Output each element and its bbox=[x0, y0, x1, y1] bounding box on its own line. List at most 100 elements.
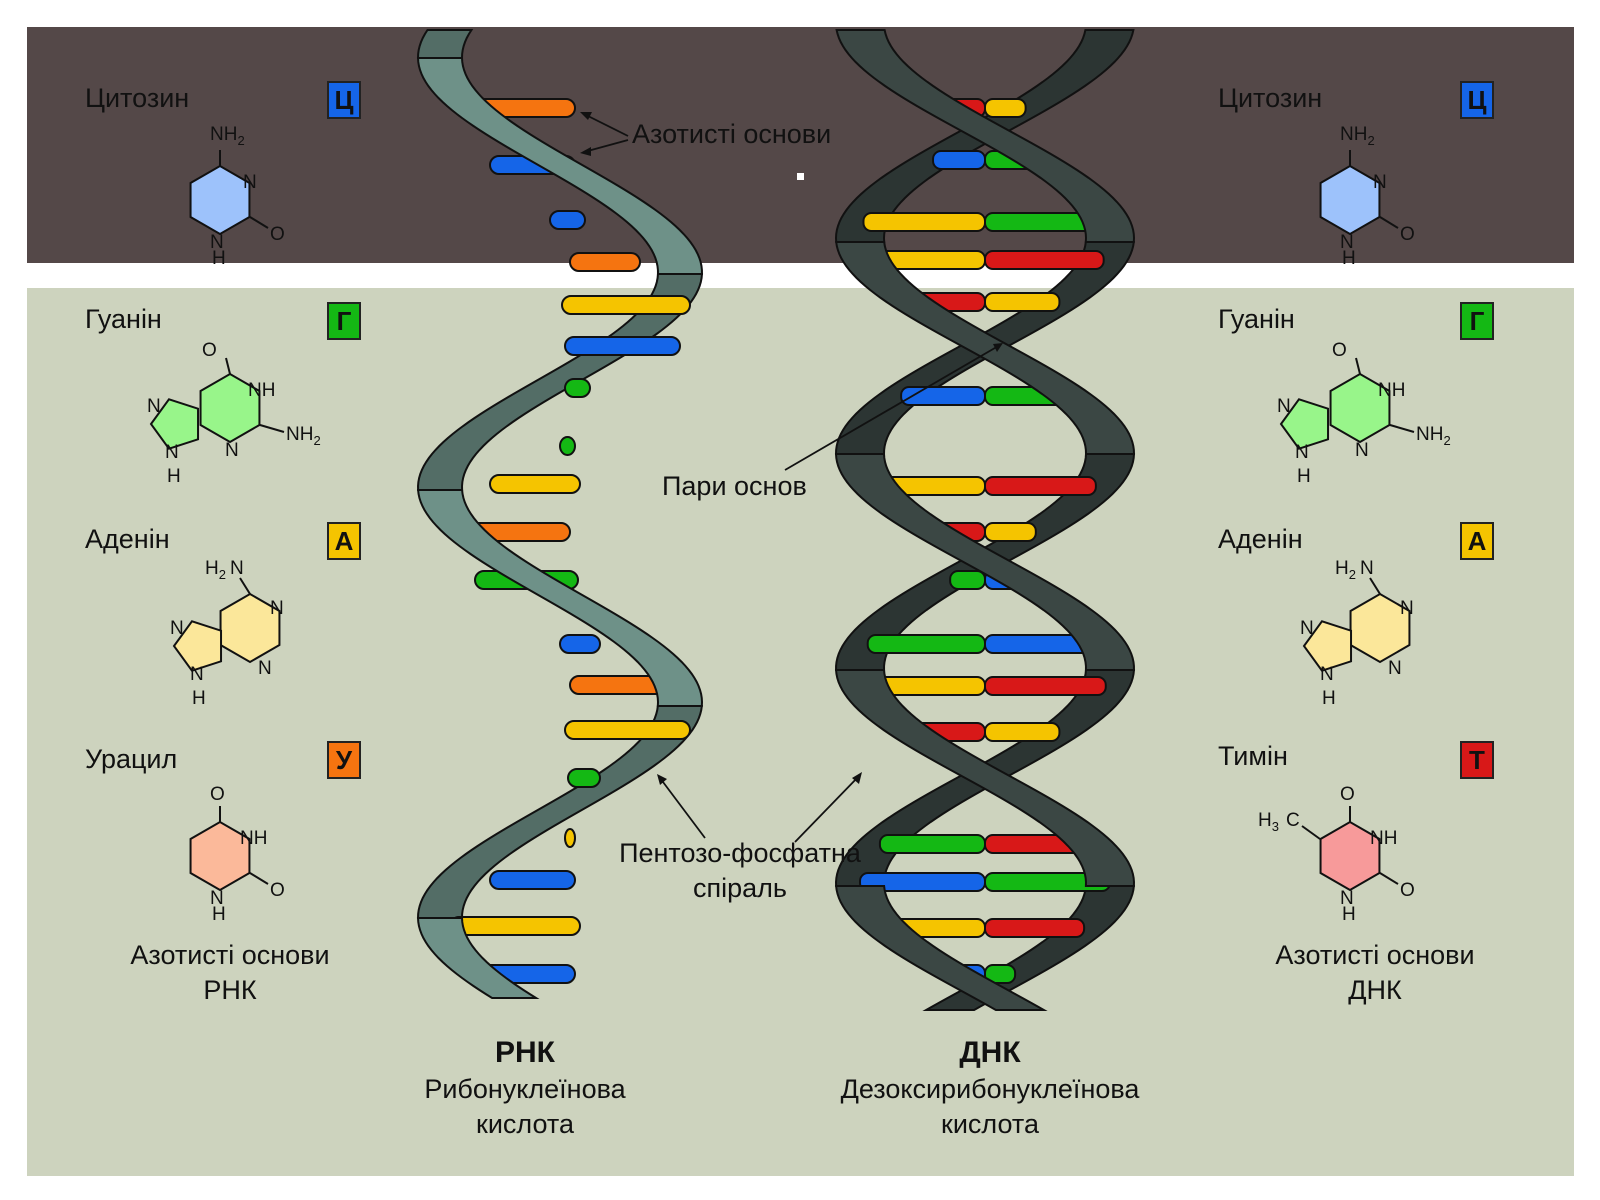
rna-base-rung bbox=[549, 210, 586, 230]
chem-atom-label: N bbox=[258, 658, 272, 679]
dna-base-half bbox=[984, 918, 1086, 938]
arrowhead bbox=[657, 774, 667, 785]
rna-backbone-segment bbox=[416, 29, 474, 59]
chem-atom-label: O bbox=[270, 224, 285, 245]
chem-ring bbox=[1302, 620, 1353, 672]
dna-backbone-segment bbox=[835, 29, 1136, 243]
rna-caption-line1: Рибонуклеїнова bbox=[424, 1074, 626, 1104]
chem-atom-label: O bbox=[1400, 880, 1415, 901]
dna-caption-line1: Дезоксирибонуклеїнова bbox=[840, 1074, 1140, 1104]
chem-atom-label: N bbox=[1320, 664, 1334, 685]
chem-atom-label: O bbox=[210, 784, 225, 805]
chem-atom-label: N bbox=[1277, 396, 1291, 417]
chem-ring bbox=[1279, 398, 1330, 450]
rna-base-rung bbox=[559, 634, 601, 654]
rna-base-rung bbox=[564, 378, 591, 398]
rna-backbone-segment bbox=[416, 917, 540, 999]
rna-base-rung bbox=[567, 768, 601, 788]
chem-atom-label: O bbox=[1400, 224, 1415, 245]
chem-ring bbox=[199, 372, 261, 444]
chem-atom-label: N bbox=[1400, 598, 1414, 619]
chem-ring bbox=[189, 820, 251, 892]
rna-caption: РНК Рибонуклеїнова кислота bbox=[390, 1033, 660, 1142]
arrowhead bbox=[580, 147, 591, 156]
dna-backbone-segment bbox=[835, 241, 1136, 455]
chem-ring bbox=[219, 592, 281, 664]
dna-base-half bbox=[984, 964, 1017, 984]
dna-base-half bbox=[984, 98, 1027, 118]
dna-base-half bbox=[866, 634, 987, 654]
rna-base-name-0: Цитозин bbox=[85, 83, 190, 113]
dna-base-letter-3: Т bbox=[1460, 741, 1494, 779]
chem-atom-label: N bbox=[1388, 658, 1402, 679]
chem-atom-label: H bbox=[1342, 248, 1356, 269]
dna-base-half bbox=[932, 150, 986, 170]
pointer-arrowheads bbox=[580, 112, 1003, 785]
chem-atom-label: C bbox=[1286, 810, 1300, 831]
arrowhead bbox=[852, 772, 862, 784]
chem-atom-label: N bbox=[225, 440, 239, 461]
label-backbone-line2: спіраль bbox=[693, 873, 787, 904]
chem-ring bbox=[1319, 820, 1381, 892]
pointer-bases-2 bbox=[583, 139, 629, 153]
chem-atom-label: NH2 bbox=[210, 124, 245, 148]
chem-atom-label: H3 bbox=[1258, 810, 1279, 834]
rna-base-name-3: Урацил bbox=[85, 744, 178, 774]
chem-bond bbox=[249, 216, 269, 229]
chem-atom-label: NH2 bbox=[1340, 124, 1375, 148]
chem-atom-label: O bbox=[202, 340, 217, 361]
rna-backbone-front bbox=[416, 57, 703, 999]
chem-atom-label: NH2 bbox=[1416, 424, 1451, 448]
chem-atom-label: H bbox=[1322, 688, 1336, 709]
dna-base-half bbox=[984, 250, 1105, 270]
chem-ring bbox=[1329, 372, 1391, 444]
dna-base-letter-0: Ц bbox=[1460, 81, 1494, 119]
rna-backbone-segment bbox=[416, 57, 703, 275]
chem-bond bbox=[249, 872, 269, 885]
rna-base-rung bbox=[559, 436, 576, 456]
rna-base-rung bbox=[489, 474, 581, 494]
dna-backbone-segment bbox=[834, 669, 1135, 887]
rna-bases-caption: Азотисті основи РНК bbox=[100, 938, 360, 1008]
rna-bases-caption-line1: Азотисті основи bbox=[130, 940, 330, 970]
rna-backbone-segment bbox=[416, 489, 703, 707]
chem-bond bbox=[259, 424, 285, 433]
chem-bond bbox=[1301, 825, 1321, 840]
rna-base-letter-1: Г bbox=[327, 302, 361, 340]
label-backbone-line1: Пентозо-фосфатна bbox=[619, 838, 861, 868]
pointer-lines bbox=[583, 113, 1001, 843]
rna-bases-caption-line2: РНК bbox=[203, 975, 257, 1006]
dna-base-name-3: Тимін bbox=[1218, 741, 1288, 771]
top-band bbox=[27, 27, 1574, 263]
dna-base-half bbox=[862, 212, 987, 232]
rna-base-name-2: Аденін bbox=[85, 524, 170, 554]
chem-atom-label: N bbox=[270, 598, 284, 619]
rna-base-letter-0: Ц bbox=[327, 81, 361, 119]
chem-atom-label: O bbox=[1332, 340, 1347, 361]
chem-atom-label: N bbox=[190, 664, 204, 685]
rna-base-rung bbox=[569, 252, 641, 272]
chem-atom-label: H bbox=[192, 688, 206, 709]
dna-base-half bbox=[949, 570, 986, 590]
chem-atom-label: H2 bbox=[205, 558, 226, 582]
dna-base-half bbox=[878, 834, 986, 854]
dna-caption-abbr: ДНК bbox=[959, 1036, 1021, 1069]
chem-atom-label: H bbox=[212, 904, 226, 925]
dna-base-letter-2: А bbox=[1460, 522, 1494, 560]
chem-atom-label: H bbox=[212, 248, 226, 269]
chem-bond bbox=[1389, 424, 1415, 433]
chem-atom-label: N bbox=[170, 618, 184, 639]
dna-base-half bbox=[984, 676, 1107, 696]
chem-ring bbox=[1319, 164, 1381, 236]
chem-bond bbox=[1379, 872, 1399, 885]
chem-ring bbox=[149, 398, 200, 450]
rna-base-rung bbox=[564, 720, 691, 740]
